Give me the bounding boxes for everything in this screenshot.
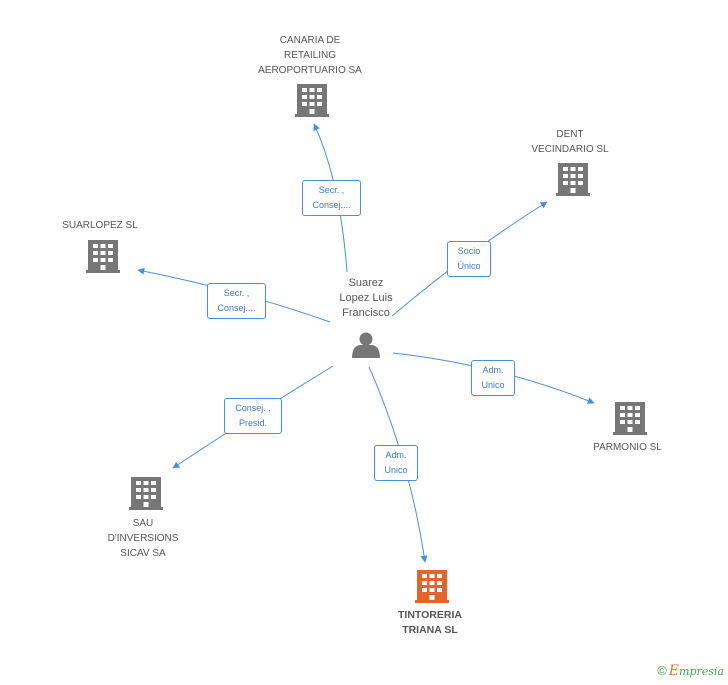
person-label-line: Suarez	[348, 277, 384, 289]
company-label-parmonio[interactable]: PARMONIO SL	[580, 440, 675, 455]
relation-label-line: Único	[457, 261, 481, 271]
company-label-line: TRIANA SL	[402, 624, 458, 636]
company-label-tintoreria[interactable]: TINTORERIA TRIANA SL	[378, 608, 482, 638]
person-icon[interactable]	[352, 332, 380, 359]
relation-label-line: Adm.	[385, 450, 407, 460]
building-icon-suarlopez[interactable]	[86, 240, 120, 273]
building-icon-parmonio[interactable]	[613, 402, 647, 435]
relation-label-line: Adm.	[482, 365, 504, 375]
copyright-icon: ©	[657, 663, 667, 678]
building-icon-dent[interactable]	[556, 163, 590, 196]
company-label-dent[interactable]: DENT VECINDARIO SL	[515, 127, 625, 157]
relation-label-line: Secr. ,	[223, 288, 250, 298]
company-label-suarlopez[interactable]: SUARLOPEZ SL	[50, 218, 150, 233]
company-label-line: CANARIA DE	[279, 35, 341, 46]
person-label-line: Lopez Luis	[339, 292, 393, 304]
company-label-line: SICAV SA	[120, 548, 166, 559]
company-label-line: RETAILING	[283, 50, 337, 61]
company-label-line: PARMONIO SL	[593, 442, 662, 453]
relation-label-tintoreria[interactable]: Adm. Unico	[374, 445, 418, 481]
company-label-line: SUARLOPEZ SL	[62, 220, 138, 231]
person-label-line: Francisco	[342, 307, 390, 319]
company-label-sau[interactable]: SAU D'INVERSIONS SICAV SA	[93, 516, 193, 561]
company-label-line: TINTORERIA	[398, 609, 462, 621]
building-icon-sau[interactable]	[129, 477, 163, 510]
company-label-line: SAU	[132, 518, 154, 529]
relation-label-parmonio[interactable]: Adm. Unico	[471, 360, 515, 396]
brand-initial: E	[668, 663, 680, 679]
relation-label-line: Unico	[481, 380, 505, 390]
relation-label-line: Consej. ,	[235, 403, 271, 413]
building-icon-tintoreria[interactable]	[415, 570, 449, 603]
relation-label-dent[interactable]: Socio Único	[447, 241, 491, 277]
relation-label-suarlopez[interactable]: Secr. , Consej....	[207, 283, 266, 319]
relation-label-line: Presid.	[238, 418, 267, 428]
relation-label-line: Unico	[384, 465, 408, 475]
brand-name: mpresia	[679, 665, 724, 678]
person-label[interactable]: Suarez Lopez Luis Francisco	[316, 276, 416, 321]
company-label-line: DENT	[556, 129, 584, 140]
company-label-line: VECINDARIO SL	[531, 144, 609, 155]
company-label-line: AEROPORTUARIO SA	[258, 65, 362, 76]
company-label-canaria[interactable]: CANARIA DE RETAILING AEROPORTUARIO SA	[240, 33, 380, 78]
relation-label-line: Consej....	[217, 303, 256, 313]
building-icon-canaria[interactable]	[295, 84, 329, 117]
company-label-line: D'INVERSIONS	[107, 533, 179, 544]
relation-label-sau[interactable]: Consej. , Presid.	[224, 398, 282, 434]
relation-label-line: Consej....	[312, 200, 351, 210]
copyright-brand[interactable]: ©Empresia	[657, 663, 724, 679]
relation-label-line: Socio	[457, 246, 481, 256]
relation-label-line: Secr. ,	[318, 185, 345, 195]
relation-label-canaria[interactable]: Secr. , Consej....	[302, 180, 361, 216]
